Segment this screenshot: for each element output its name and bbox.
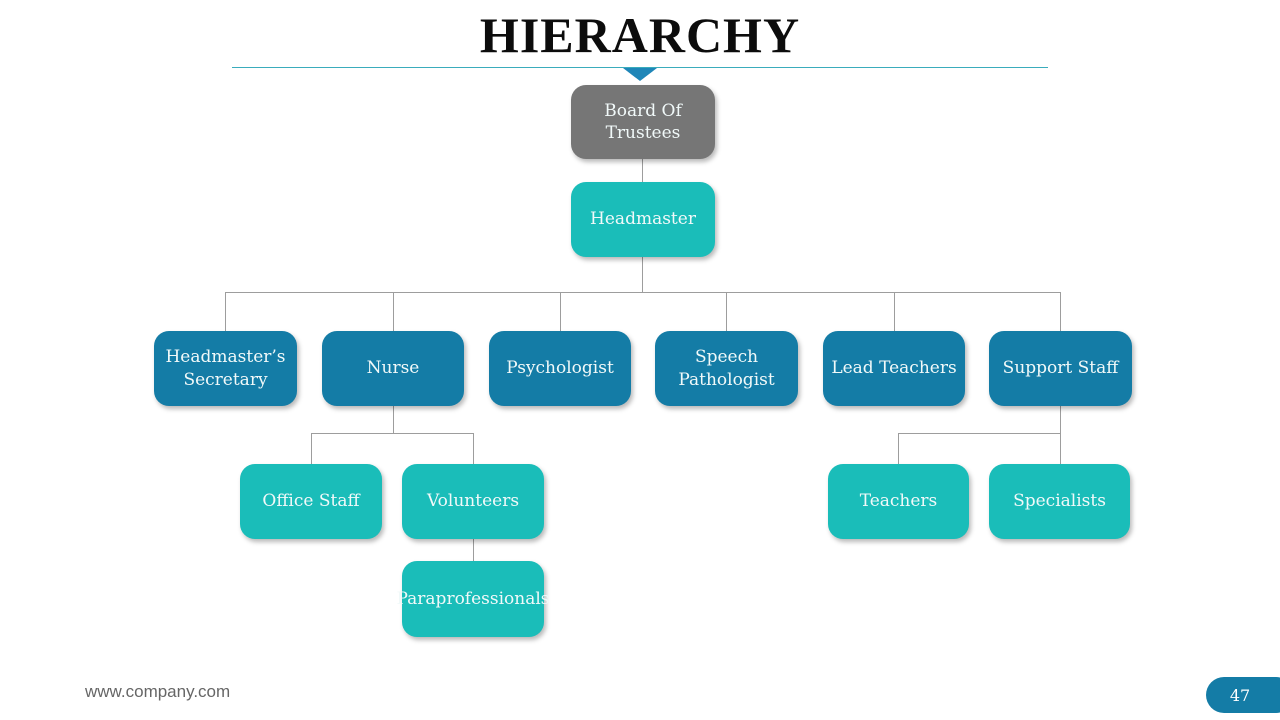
node-speech-pathologist[interactable]: Speech Pathologist <box>655 331 798 406</box>
node-office-staff[interactable]: Office Staff <box>240 464 382 539</box>
node-lead-teachers[interactable]: Lead Teachers <box>823 331 965 406</box>
connector-line <box>393 406 394 433</box>
down-arrow-icon <box>623 68 657 81</box>
node-headmaster[interactable]: Headmaster <box>571 182 715 257</box>
connector-line <box>898 433 1061 434</box>
footer-url: www.company.com <box>85 682 231 701</box>
node-specialists[interactable]: Specialists <box>989 464 1130 539</box>
connector-line <box>560 292 561 331</box>
connector-line <box>894 292 895 331</box>
page-number: 47 <box>1229 685 1251 705</box>
node-volunteers[interactable]: Volunteers <box>402 464 544 539</box>
connector-line <box>225 292 226 331</box>
node-nurse[interactable]: Nurse <box>322 331 464 406</box>
connector-line <box>642 257 643 292</box>
connector-line <box>898 433 899 464</box>
connector-line <box>225 292 1061 293</box>
connector-line <box>393 292 394 331</box>
connector-line <box>311 433 474 434</box>
page-number-badge: 47 <box>1206 677 1280 713</box>
connector-line <box>473 539 474 561</box>
connector-line <box>473 433 474 464</box>
node-teachers[interactable]: Teachers <box>828 464 969 539</box>
connector-line <box>642 159 643 182</box>
connector-line <box>726 292 727 331</box>
connector-line <box>1060 406 1061 433</box>
node-psychologist[interactable]: Psychologist <box>489 331 631 406</box>
page-title: HIERARCHY <box>479 7 801 63</box>
connector-line <box>1060 433 1061 464</box>
node-headmasters-secretary[interactable]: Headmaster’s Secretary <box>154 331 297 406</box>
connector-line <box>1060 292 1061 331</box>
node-paraprofessionals[interactable]: Paraprofessionals <box>396 561 550 637</box>
node-support-staff[interactable]: Support Staff <box>989 331 1132 406</box>
connector-line <box>311 433 312 464</box>
title-divider <box>232 67 1048 68</box>
node-board-of-trustees[interactable]: Board Of Trustees <box>571 85 715 159</box>
